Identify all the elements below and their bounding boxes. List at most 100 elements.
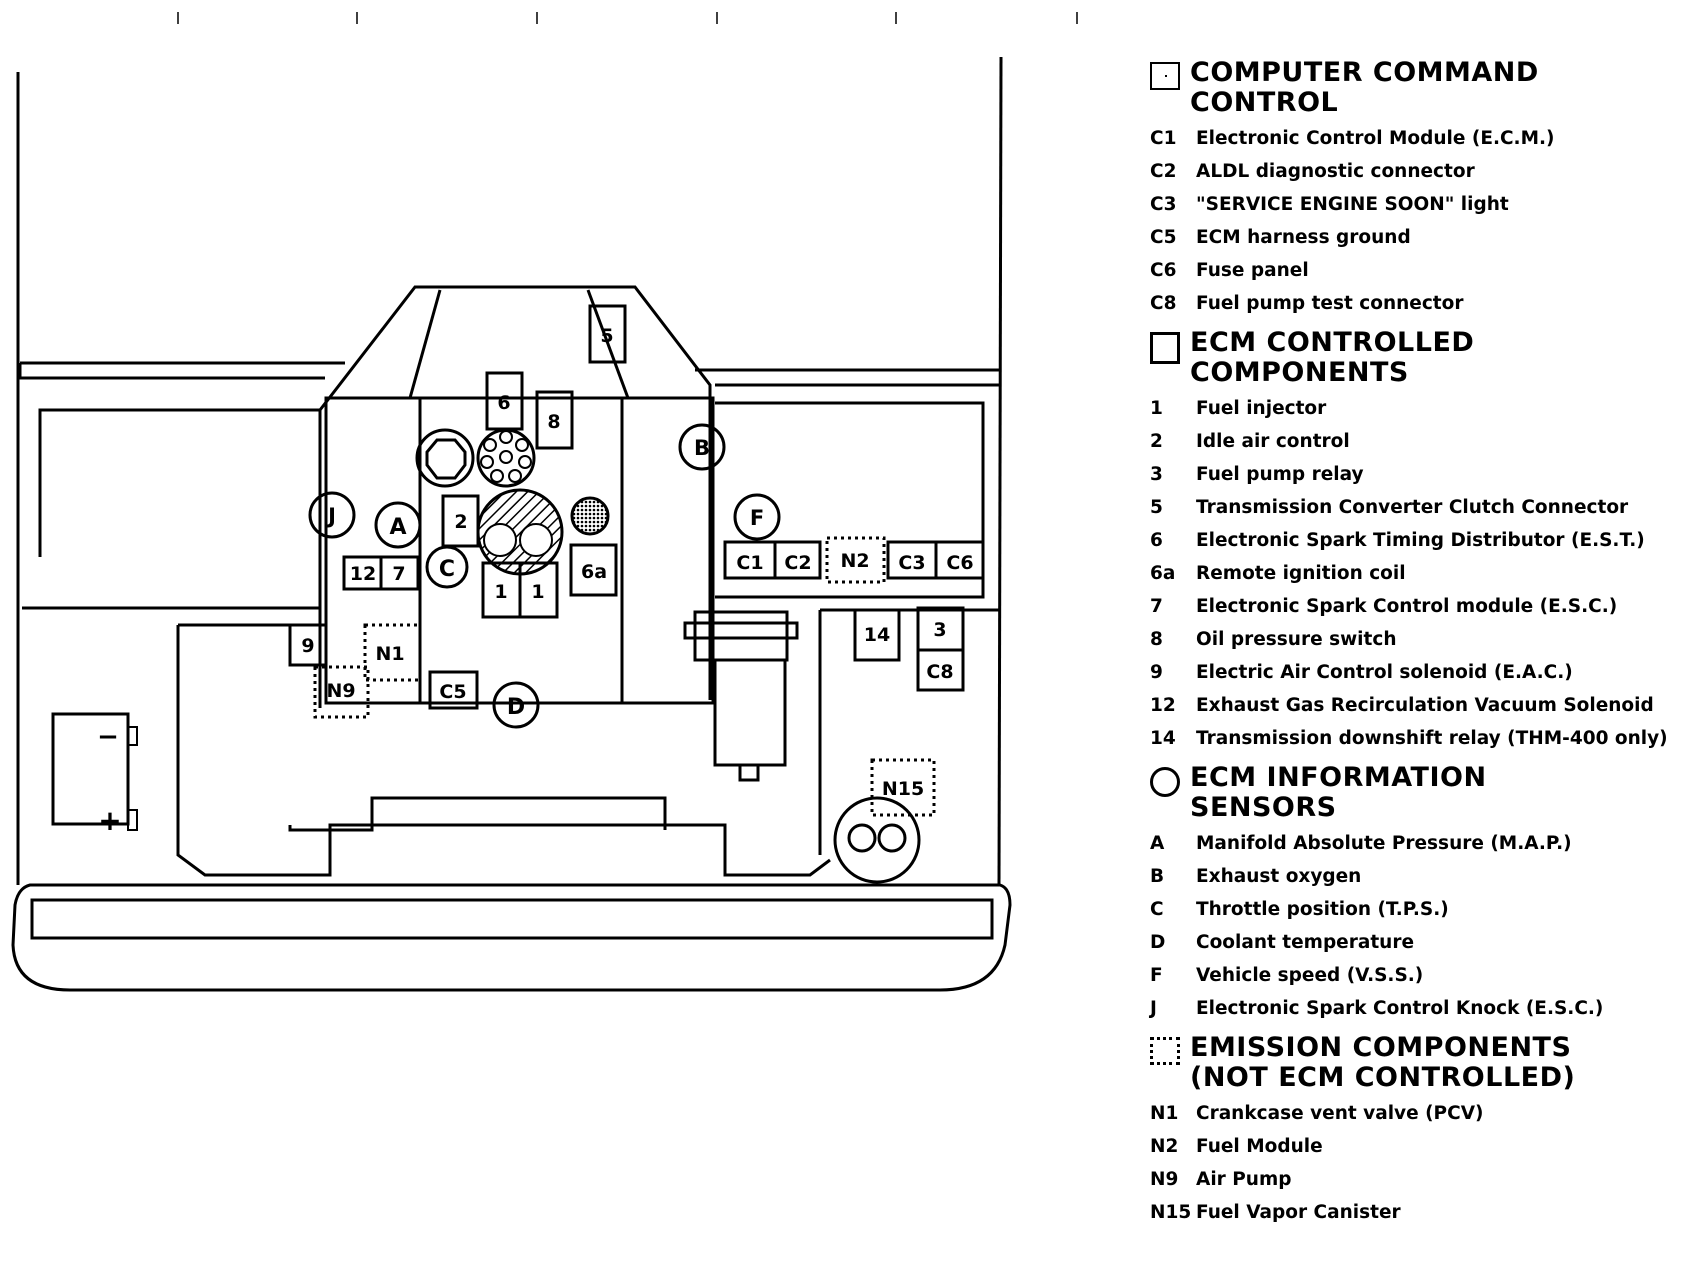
component-8-box <box>535 390 574 450</box>
label-c2: C2 <box>784 552 811 574</box>
battery-minus-label: − <box>97 722 119 752</box>
battery-negative-terminal <box>127 726 138 746</box>
item-code: 5 <box>1150 497 1163 518</box>
label-n9: N9 <box>326 680 355 702</box>
battery-positive-terminal <box>127 809 138 831</box>
right-wheelwell <box>715 401 985 599</box>
engine-block <box>324 396 715 705</box>
label-d: D <box>507 695 525 720</box>
item-code: 12 <box>1150 695 1176 716</box>
item-code: 8 <box>1150 629 1163 650</box>
item-text: Electronic Spark Control Knock (E.S.C.) <box>1196 998 1604 1019</box>
label-c3: C3 <box>898 552 925 574</box>
distributor-terminals <box>480 430 532 483</box>
component-9-box <box>288 623 328 667</box>
legend-item: C3 "SERVICE ENGINE SOON" light <box>1150 188 1680 221</box>
cowl-left <box>18 363 325 380</box>
item-text: Idle air control <box>1196 431 1350 452</box>
legend-section-emission: EMISSION COMPONENTS (NOT ECM CONTROLLED)… <box>1150 1033 1680 1229</box>
battery <box>51 712 130 826</box>
label-c8: C8 <box>926 661 953 683</box>
label-8: 8 <box>547 411 560 433</box>
component-6-box <box>485 371 524 431</box>
legend-item: N9 Air Pump <box>1150 1163 1680 1196</box>
item-code: N1 <box>1150 1103 1179 1124</box>
sensor-c-circle <box>425 545 469 589</box>
engine-line-2 <box>586 289 630 399</box>
item-text: Electronic Spark Timing Distributor (E.S… <box>1196 530 1645 551</box>
label-b: B <box>694 436 710 460</box>
item-code: 1 <box>1150 398 1163 419</box>
legend-section-header: ECM CONTROLLED COMPONENTS <box>1150 328 1680 388</box>
legend-item: 2 Idle air control <box>1150 425 1680 458</box>
item-text: Transmission downshift relay (THM-400 on… <box>1196 728 1668 749</box>
top-tick-marks <box>177 12 1078 24</box>
component-14-box <box>853 608 901 662</box>
label-n2: N2 <box>840 550 869 572</box>
sensor-a-circle <box>374 501 422 549</box>
battery-plus-label: + <box>98 804 121 837</box>
item-code: 14 <box>1150 728 1176 749</box>
item-text: Electric Air Control solenoid (E.A.C.) <box>1196 662 1573 683</box>
emission-dotted-boxes <box>313 536 936 817</box>
label-5: 5 <box>600 325 613 347</box>
component-n9-box <box>313 665 370 719</box>
canister-port-1 <box>847 823 877 853</box>
label-2: 2 <box>454 511 467 533</box>
item-text: Manifold Absolute Pressure (M.A.P.) <box>1196 833 1572 854</box>
component-6a-box <box>569 543 618 597</box>
item-code: C3 <box>1150 194 1177 215</box>
alternator <box>713 658 787 767</box>
circle-icon <box>1150 767 1180 797</box>
legend-section-title: ECM CONTROLLED COMPONENTS <box>1190 328 1474 388</box>
distributor-cap <box>476 428 536 488</box>
engine-outline <box>318 285 712 708</box>
label-9: 9 <box>301 635 314 657</box>
legend-section-ecm-controlled: ECM CONTROLLED COMPONENTS 1 Fuel injector… <box>1150 328 1680 755</box>
dotted-square-icon <box>1150 1037 1180 1065</box>
item-code: N9 <box>1150 1169 1179 1190</box>
item-text: Air Pump <box>1196 1169 1292 1190</box>
label-7: 7 <box>392 563 405 585</box>
label-f: F <box>750 506 764 530</box>
item-code: B <box>1150 866 1165 887</box>
item-text: Coolant temperature <box>1196 932 1415 953</box>
component-c5-box <box>428 670 479 710</box>
item-code: 6 <box>1150 530 1163 551</box>
bracket <box>683 621 799 640</box>
sensor-f-circle <box>733 493 781 541</box>
item-code: 3 <box>1150 464 1163 485</box>
item-text: Crankcase vent valve (PCV) <box>1196 1103 1484 1124</box>
oil-pan <box>288 796 667 832</box>
item-code: 6a <box>1150 563 1176 584</box>
front-bumper <box>11 883 1012 992</box>
item-text: Fuel injector <box>1196 398 1327 419</box>
legend-section-title: COMPUTER COMMAND CONTROL <box>1190 58 1539 118</box>
label-6: 6 <box>497 392 510 414</box>
sensor-d-circle <box>492 681 540 729</box>
item-text: Throttle position (T.P.S.) <box>1196 899 1449 920</box>
title-line-1: EMISSION COMPONENTS <box>1190 1032 1572 1063</box>
label-1-left: 1 <box>494 581 507 603</box>
item-text: Vehicle speed (V.S.S.) <box>1196 965 1424 986</box>
item-text: "SERVICE ENGINE SOON" light <box>1196 194 1509 215</box>
throttle-bore-left <box>483 523 517 557</box>
legend-section-header: ECM INFORMATION SENSORS <box>1150 763 1680 823</box>
item-code: 2 <box>1150 431 1163 452</box>
item-code: 7 <box>1150 596 1163 617</box>
item-code: C5 <box>1150 227 1177 248</box>
